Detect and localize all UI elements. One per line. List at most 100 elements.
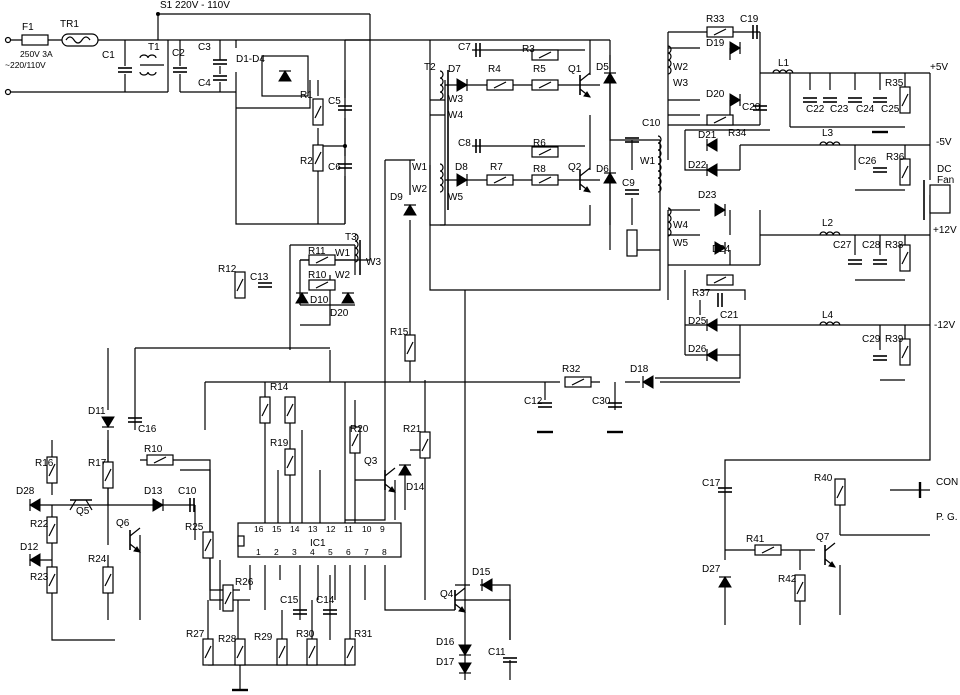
transistor-q6 bbox=[129, 527, 141, 553]
label-d28: D28 bbox=[16, 486, 35, 497]
label-pin9: 9 bbox=[380, 524, 385, 534]
resistor-r35 bbox=[899, 86, 911, 114]
label-l4: L4 bbox=[822, 310, 834, 321]
transistor-q3 bbox=[384, 467, 396, 493]
label-c9: C9 bbox=[622, 178, 635, 189]
resistor-r31 bbox=[344, 638, 356, 666]
label-d26: D26 bbox=[688, 344, 707, 355]
label-v5p: +5V bbox=[930, 62, 948, 73]
label-r2: R2 bbox=[300, 156, 313, 167]
label-r10-ctl: R10 bbox=[144, 444, 163, 455]
label-pin4: 4 bbox=[310, 547, 315, 557]
label-r37: R37 bbox=[692, 288, 711, 299]
label-r16: R16 bbox=[35, 458, 54, 469]
capacitor-c2 bbox=[172, 67, 188, 73]
label-fan: Fan bbox=[937, 175, 954, 186]
label-r5: R5 bbox=[533, 64, 546, 75]
label-c8: C8 bbox=[458, 138, 471, 149]
diode-d7 bbox=[456, 78, 468, 92]
resistor-r10 bbox=[308, 279, 336, 291]
transistor-q5 bbox=[69, 499, 93, 511]
label-c19: C19 bbox=[740, 14, 759, 25]
label-w1: W1 bbox=[412, 162, 427, 173]
diode-d12 bbox=[29, 553, 41, 567]
label-pin12: 12 bbox=[326, 524, 336, 534]
label-q2: Q2 bbox=[568, 162, 582, 173]
label-d17: D17 bbox=[436, 657, 455, 668]
label-c12: C12 bbox=[524, 396, 543, 407]
label-r10: R10 bbox=[308, 270, 327, 281]
label-c30: C30 bbox=[592, 396, 611, 407]
resistor-r28 bbox=[234, 638, 246, 666]
label-q7: Q7 bbox=[816, 532, 830, 543]
label-t2-w1: W1 bbox=[640, 156, 655, 167]
label-w2: W2 bbox=[412, 184, 427, 195]
label-pin8: 8 bbox=[382, 547, 387, 557]
capacitor-c23 bbox=[822, 97, 838, 103]
resistor-r26 bbox=[222, 584, 234, 612]
label-r27: R27 bbox=[186, 629, 205, 640]
resistor-r2 bbox=[312, 144, 324, 172]
label-tr1: TR1 bbox=[60, 19, 79, 30]
resistor-r23 bbox=[46, 566, 58, 594]
label-r6: R6 bbox=[533, 138, 546, 149]
label-r1: R1 bbox=[300, 90, 313, 101]
resistor-r25 bbox=[202, 531, 214, 559]
resistor-r1 bbox=[312, 98, 324, 126]
capacitor-c9 bbox=[624, 189, 640, 195]
diode-d5 bbox=[603, 72, 617, 84]
switch-s1-contact bbox=[156, 12, 160, 16]
resistor-r4 bbox=[486, 79, 514, 91]
resistor-r5 bbox=[531, 79, 559, 91]
label-c6: C6 bbox=[328, 162, 341, 173]
capacitor-c13 bbox=[257, 282, 273, 288]
diode-d20-t3 bbox=[341, 292, 355, 304]
resistor-r7 bbox=[486, 174, 514, 186]
mains-terminal-2 bbox=[4, 88, 12, 96]
label-o-w5: W5 bbox=[673, 238, 688, 249]
transformer-t2 bbox=[439, 70, 449, 210]
label-r34: R34 bbox=[728, 128, 747, 139]
diode-d8 bbox=[456, 173, 468, 187]
label-r41: R41 bbox=[746, 534, 765, 545]
label-c26: C26 bbox=[858, 156, 877, 167]
label-d14: D14 bbox=[406, 482, 425, 493]
resistor-r8 bbox=[531, 174, 559, 186]
label-d1-d4: D1-D4 bbox=[236, 54, 265, 65]
resistor-r33 bbox=[706, 26, 734, 38]
label-r40: R40 bbox=[814, 473, 833, 484]
label-l1: L1 bbox=[778, 58, 790, 69]
label-r4: R4 bbox=[488, 64, 501, 75]
label-v5m: -5V bbox=[936, 137, 952, 148]
label-ic1: IC1 bbox=[310, 538, 326, 549]
label-l3: L3 bbox=[822, 128, 834, 139]
diode-d27 bbox=[718, 576, 732, 588]
label-c21: C21 bbox=[720, 310, 739, 321]
label-d18: D18 bbox=[630, 364, 649, 375]
label-pin5: 5 bbox=[328, 547, 333, 557]
label-q6: Q6 bbox=[116, 518, 130, 529]
label-c7: C7 bbox=[458, 42, 471, 53]
resistor-r29 bbox=[276, 638, 288, 666]
dc-fan-connector bbox=[923, 180, 951, 220]
capacitor-c3 bbox=[212, 59, 228, 65]
label-d25: D25 bbox=[688, 316, 707, 327]
label-c25: C25 bbox=[881, 104, 900, 115]
label-o-w2: W2 bbox=[673, 62, 688, 73]
diode-d17 bbox=[458, 662, 472, 674]
label-d20-t3: D20 bbox=[330, 308, 349, 319]
label-r39: R39 bbox=[885, 334, 904, 345]
diode-d16 bbox=[458, 644, 472, 656]
fuse-f1 bbox=[21, 34, 49, 46]
resistor-r32 bbox=[564, 376, 592, 388]
label-fuse-rating: 250V 3A bbox=[20, 49, 53, 59]
resistor-r3 bbox=[531, 49, 559, 61]
capacitor-c4 bbox=[212, 75, 228, 81]
label-t1: T1 bbox=[148, 42, 160, 53]
label-q1: Q1 bbox=[568, 64, 582, 75]
label-q3: Q3 bbox=[364, 456, 378, 467]
label-d11: D11 bbox=[88, 406, 106, 417]
capacitor-c24 bbox=[847, 97, 863, 103]
label-pin7: 7 bbox=[364, 547, 369, 557]
